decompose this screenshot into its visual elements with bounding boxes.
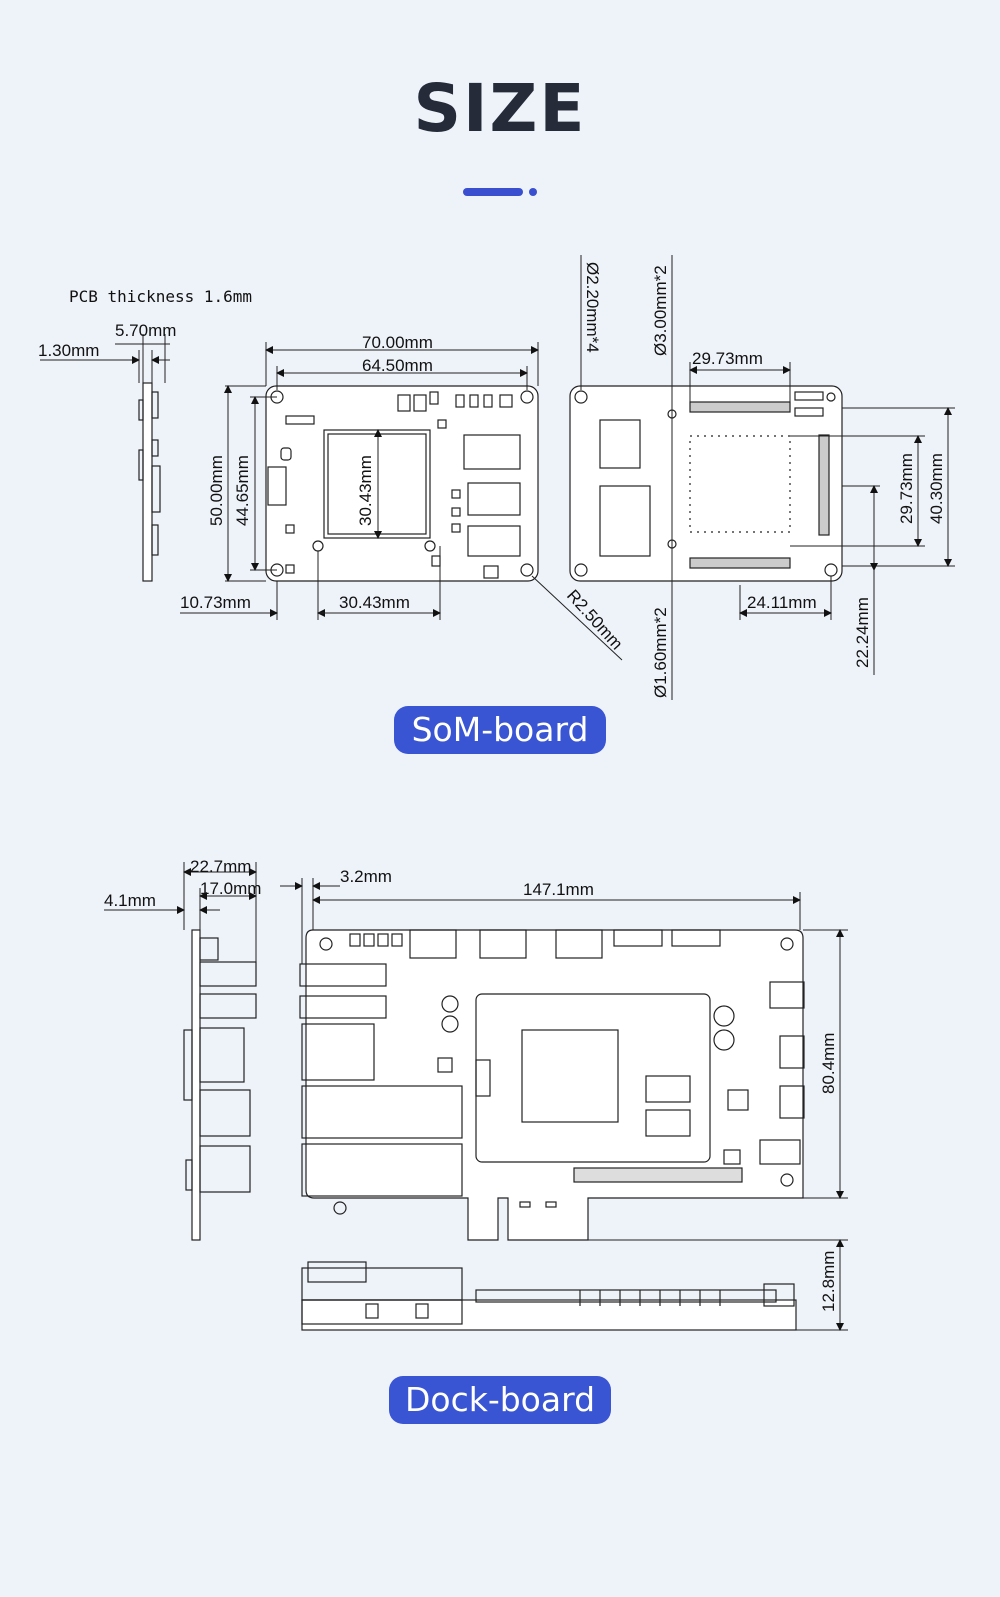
dim-side-thickness: 1.30mm <box>38 341 99 360</box>
som-drawing <box>40 255 955 700</box>
dim-width-holes: 64.50mm <box>362 356 433 375</box>
dim-connector-span: 29.73mm <box>692 349 763 368</box>
dock-drawing <box>104 862 848 1331</box>
dim-side-width: 5.70mm <box>115 321 176 340</box>
dim-height-total: 50.00mm <box>207 455 226 526</box>
som-back-board <box>569 385 843 582</box>
dim-back-height: 40.30mm <box>927 453 946 524</box>
dim-dock-length: 147.1mm <box>523 880 594 899</box>
dock-board-label: Dock-board <box>389 1376 611 1424</box>
dim-hole-mid: Ø3.00mm*2 <box>651 265 670 356</box>
title-underline <box>463 188 523 196</box>
som-side-view <box>138 382 161 582</box>
pcb-thickness-note: PCB thickness 1.6mm <box>69 287 252 306</box>
som-front-board <box>265 385 539 582</box>
dim-width-total: 70.00mm <box>362 333 433 352</box>
dim-dock-side-total: 22.7mm <box>190 857 251 876</box>
som-board-label: SoM-board <box>394 706 606 754</box>
dock-top-board <box>299 929 805 1241</box>
dim-hole-small: Ø2.20mm*4 <box>583 262 602 353</box>
dim-chip-height: 30.43mm <box>356 455 375 526</box>
dim-dock-port-offset: 3.2mm <box>340 867 392 886</box>
dim-back-offset-y: 22.24mm <box>853 597 872 668</box>
page-title: SIZE <box>413 70 587 147</box>
dim-hole-tiny: Ø1.60mm*2 <box>651 607 670 698</box>
dim-connector-height: 29.73mm <box>897 453 916 524</box>
dim-dock-side-edge: 4.1mm <box>104 891 156 910</box>
dim-back-offset-x: 24.11mm <box>747 593 817 612</box>
dock-front-view <box>301 1261 797 1331</box>
dock-dimension-lines <box>104 862 848 1331</box>
dim-height-holes: 44.65mm <box>233 455 252 526</box>
dim-corner-radius: R2.50mm <box>563 586 626 653</box>
dim-offset-x: 10.73mm <box>180 593 251 612</box>
dim-dock-height: 80.4mm <box>819 1033 838 1094</box>
som-dimension-lines <box>40 255 955 700</box>
dim-dock-thickness: 12.8mm <box>819 1251 838 1312</box>
title-underline-dot <box>529 188 537 196</box>
dim-chip-width: 30.43mm <box>339 593 410 612</box>
dock-side-view <box>183 929 257 1241</box>
dim-dock-side-inner: 17.0mm <box>200 879 261 898</box>
